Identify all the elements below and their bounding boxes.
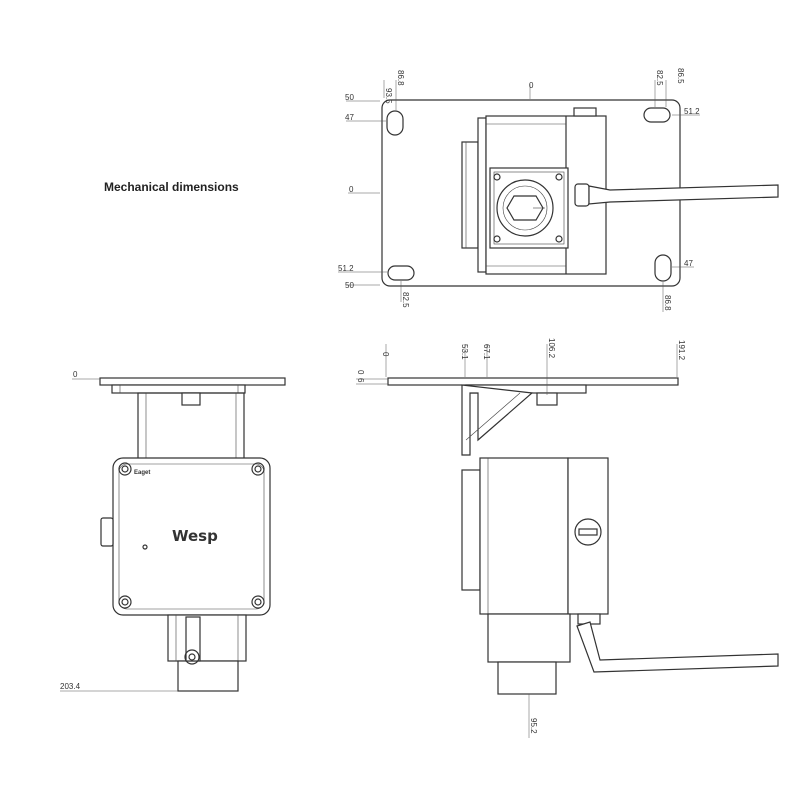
- slot-top-right: [643, 107, 671, 123]
- side-screw: [574, 518, 602, 546]
- slot-bottom-right: [654, 254, 672, 282]
- dim-86-8-top: 86.8: [396, 70, 405, 86]
- front-view: Eaget Wesp 0 203.4: [60, 370, 286, 692]
- dim-front-0: 0: [73, 370, 78, 379]
- dim-left-47: 47: [345, 113, 354, 122]
- dim-106-2: 106.2: [547, 338, 556, 359]
- front-plate: [99, 377, 286, 386]
- dim-93-5: 93.5: [384, 88, 393, 104]
- dim-left-50-bottom: 50: [345, 281, 354, 290]
- dim-82-5-bottom: 82.5: [401, 292, 410, 308]
- slot-bottom-left: [387, 265, 415, 281]
- dim-86-5: 86.5: [676, 68, 685, 84]
- dim-left-51-2: 51.2: [338, 264, 354, 273]
- cable-gland: [496, 179, 554, 237]
- dim-left-50-top: 50: [345, 93, 354, 102]
- wesp-logo: Wesp: [172, 527, 218, 545]
- enclosure-side: [479, 457, 569, 615]
- dim-203-4: 203.4: [60, 682, 81, 691]
- antenna: [588, 184, 779, 205]
- dim-side-top-0: 0: [381, 352, 390, 357]
- page-title: Mechanical dimensions: [104, 180, 239, 194]
- bottom-connector: [167, 614, 247, 662]
- slot-top-left: [386, 110, 404, 136]
- dim-82-5-top: 82.5: [655, 70, 664, 86]
- dim-86-8-bottom: 86.8: [663, 295, 672, 311]
- dim-side-left-0: 0: [356, 370, 365, 375]
- dim-right-47: 47: [684, 259, 693, 268]
- back-flange: [461, 141, 479, 249]
- dim-53-1: 53.1: [460, 344, 469, 360]
- side-plate: [387, 377, 679, 386]
- dim-left-0: 0: [349, 185, 354, 194]
- dim-right-51-2: 51.2: [684, 107, 700, 116]
- top-view: 93.5 86.8 0 82.5 86.5 50 47 0 51.2 50 51…: [338, 68, 779, 312]
- dim-side-left-6: 6: [356, 378, 365, 383]
- dim-191-2: 191.2: [677, 340, 686, 361]
- dim-top-0: 0: [529, 81, 534, 90]
- side-antenna: [576, 621, 779, 673]
- status-led: [142, 544, 148, 550]
- side-view: 0 53.1 67.1 106.2 191.2 0 6 95.2: [356, 338, 779, 738]
- dim-67-1: 67.1: [482, 344, 491, 360]
- dim-95-2: 95.2: [529, 718, 538, 734]
- brand-label: Eaget: [134, 470, 150, 476]
